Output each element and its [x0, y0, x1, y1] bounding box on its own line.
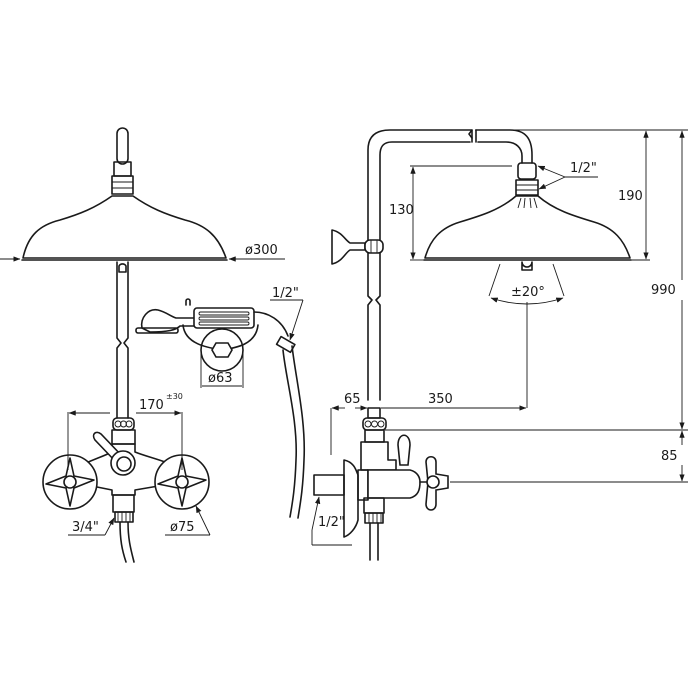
mixer-body — [71, 443, 183, 496]
dim-handle-diameter: ø75 — [170, 520, 195, 535]
riser-arm-outer — [367, 129, 533, 401]
riser-pipe — [116, 261, 129, 419]
pipe-nut — [112, 417, 135, 431]
hot-handle — [42, 454, 98, 510]
wall-flange — [343, 459, 359, 538]
dim-spacing-tolerance: ±30 — [166, 392, 183, 401]
top-finial — [116, 127, 129, 165]
side-lever — [397, 434, 411, 466]
swivel-nut — [111, 175, 134, 195]
side-view: ±20° 1/2" 130 190 990 85 65 350 — [311, 129, 688, 561]
wall-bracket — [182, 324, 259, 372]
diverter-housing — [111, 429, 136, 445]
dim-head-thread: 1/2" — [570, 161, 597, 176]
slide-bracket — [331, 229, 366, 265]
dim-inlet-thread: 1/2" — [318, 515, 345, 530]
hose — [119, 521, 135, 563]
dim-arm-height: 190 — [618, 189, 643, 204]
rain-shower-head — [22, 195, 227, 259]
riser-arm-inner — [375, 141, 523, 401]
dim-mixer-height: 85 — [661, 449, 678, 464]
flexible-hose — [282, 345, 306, 519]
dim-outlet-thread: 3/4" — [72, 520, 99, 535]
dim-head-height: 130 — [389, 203, 414, 218]
hose-nut — [114, 511, 134, 523]
rain-shower-head-side — [424, 195, 631, 259]
dim-wall-offset: 65 — [344, 392, 361, 407]
dim-handle-spacing: 170 — [139, 398, 164, 413]
inlet-pipe — [313, 474, 345, 496]
dim-hand-shower-thread: 1/2" — [272, 286, 299, 301]
dim-total-height: 990 — [651, 283, 676, 298]
dim-bracket-diameter: ø63 — [208, 371, 233, 386]
dim-tilt-angle: ±20° — [511, 285, 545, 300]
front-view: ø300 170 ±30 — [0, 127, 306, 563]
dim-arm-reach: 350 — [428, 392, 453, 407]
head-connector — [517, 162, 537, 180]
dim-head-diameter: ø300 — [245, 243, 278, 258]
head-nut — [515, 179, 539, 196]
hand-shower — [135, 298, 289, 337]
thermostatic-mixer-side — [313, 407, 449, 561]
